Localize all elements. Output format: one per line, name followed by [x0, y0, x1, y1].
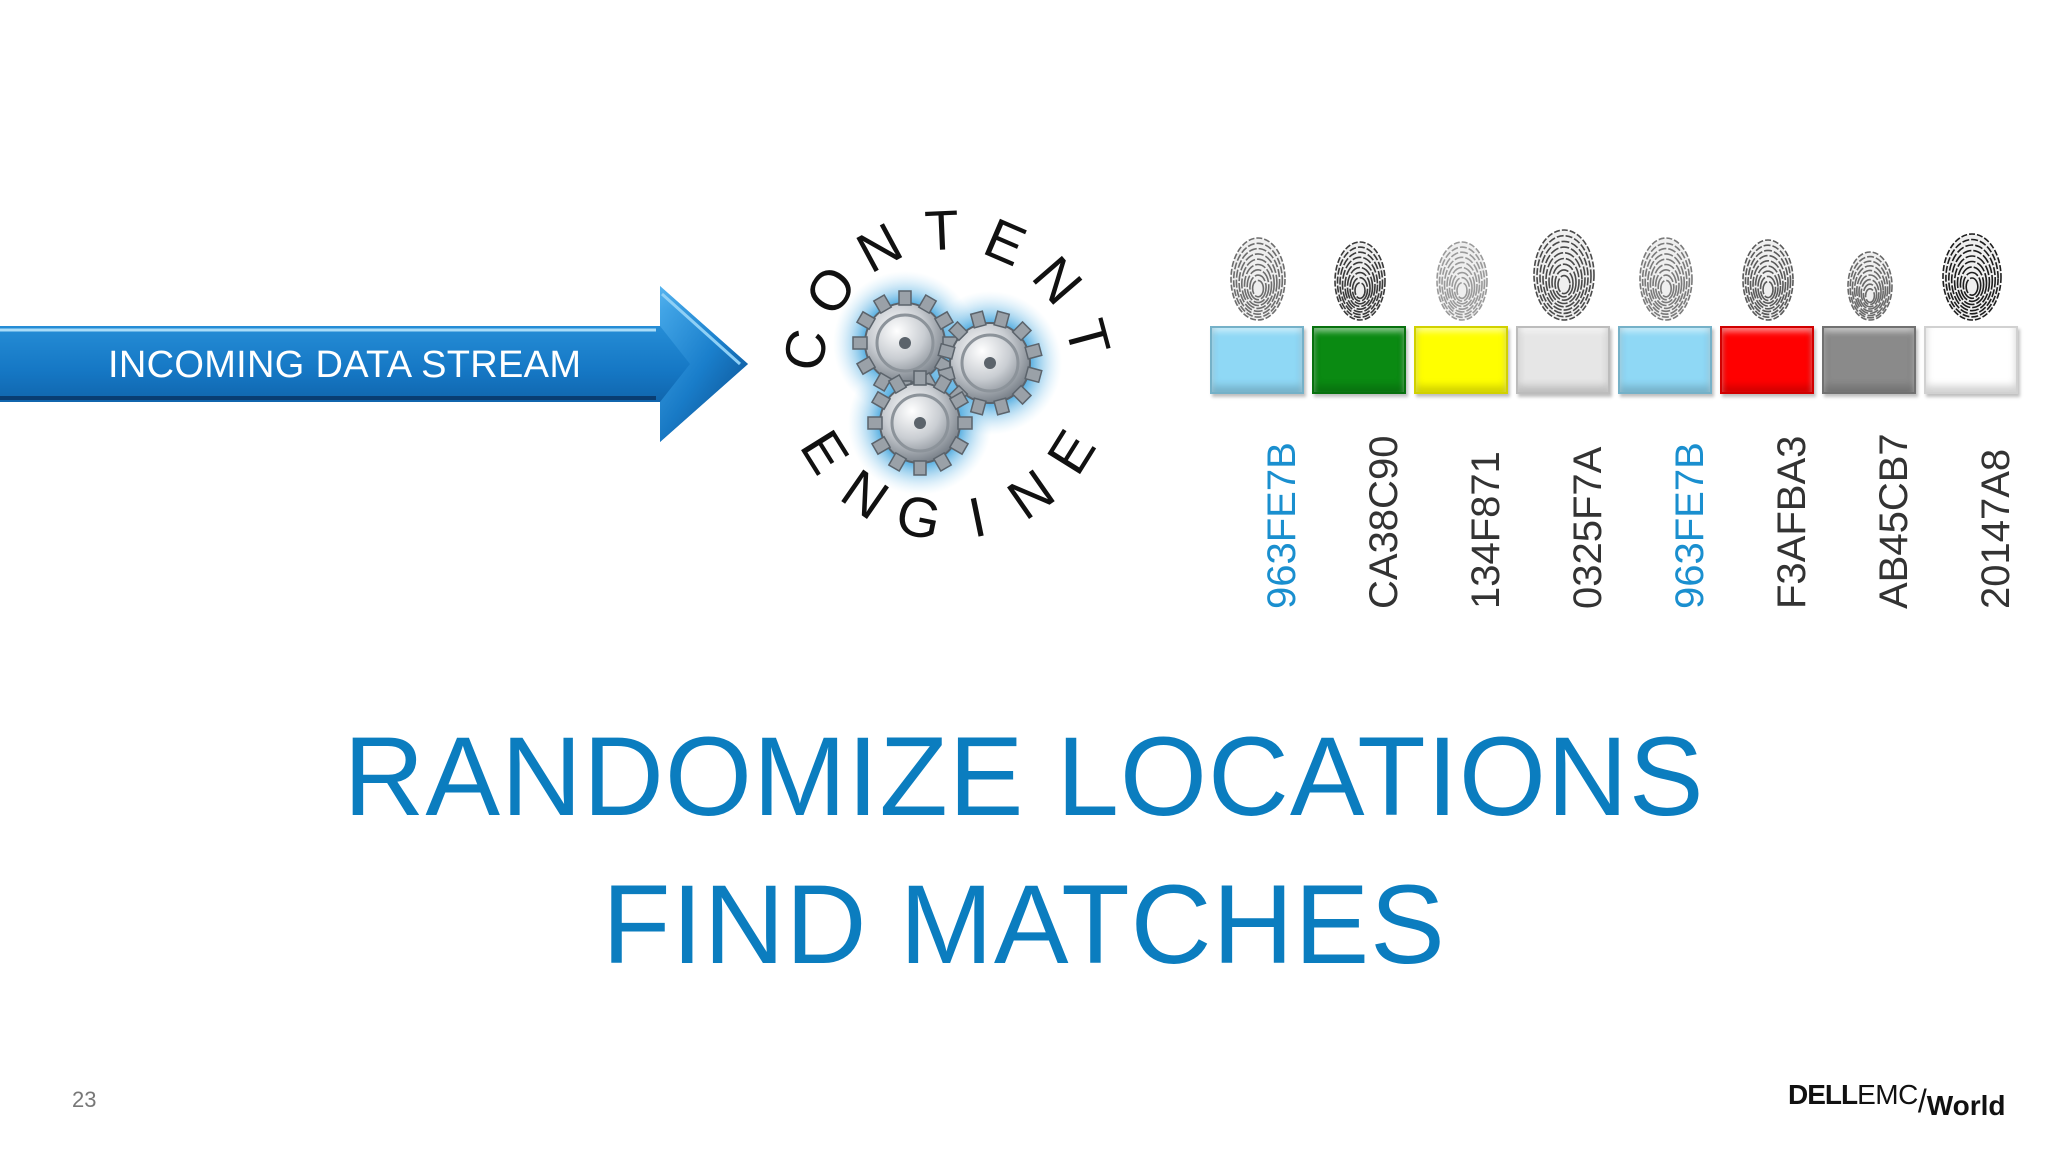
- hash-color-box: [1924, 326, 2018, 394]
- fingerprint-icon: [1838, 228, 1902, 324]
- arrow-label: INCOMING DATA STREAM: [108, 344, 582, 386]
- engine-letter: E: [1034, 419, 1107, 484]
- headline-line-2: FIND MATCHES: [602, 862, 1446, 987]
- fingerprint-icon: [1532, 228, 1596, 324]
- hash-color-box: [1210, 326, 1304, 394]
- hash-code: 963FE7B: [1668, 442, 1712, 609]
- hash-code: 20147A8: [1974, 448, 2018, 609]
- hash-item: [1720, 228, 1816, 598]
- brand-emc: EMC: [1857, 1079, 1918, 1110]
- hash-code: AB45CB7: [1872, 433, 1916, 609]
- hash-code: CA38C90: [1362, 435, 1406, 609]
- page-number: 23: [72, 1087, 97, 1112]
- hash-item: [1822, 228, 1918, 598]
- hash-code: 963FE7B: [1260, 442, 1304, 609]
- brand-dell: DELL: [1788, 1079, 1858, 1110]
- incoming-data-stream-arrow: [0, 286, 748, 442]
- engine-letter: N: [996, 457, 1065, 532]
- fingerprint-icon: [1430, 228, 1494, 324]
- hash-color-box: [1516, 326, 1610, 394]
- hash-color-box: [1618, 326, 1712, 394]
- engine-letter: T: [1053, 313, 1120, 362]
- hash-item: [1414, 228, 1510, 598]
- hash-item: [1516, 228, 1612, 598]
- hash-color-box: [1720, 326, 1814, 394]
- hash-code: 0325F7A: [1566, 446, 1610, 609]
- hash-item: [1618, 228, 1714, 598]
- dell-emc-world-logo: DELLEMC/World: [1788, 1075, 2006, 1125]
- hash-color-box: [1312, 326, 1406, 394]
- hash-color-box: [1822, 326, 1916, 394]
- engine-letter: I: [963, 485, 991, 545]
- fingerprint-icon: [1226, 228, 1290, 324]
- brand-world: World: [1926, 1090, 2006, 1121]
- fingerprint-icon: [1634, 228, 1698, 324]
- hash-item: [1312, 228, 1408, 598]
- headline-line-1: RANDOMIZE LOCATIONS: [343, 714, 1705, 839]
- hash-item: [1210, 228, 1306, 598]
- hash-color-box: [1414, 326, 1508, 394]
- hash-code: F3AFBA3: [1770, 435, 1814, 609]
- fingerprint-icon: [1940, 228, 2004, 324]
- hash-item: [1924, 228, 2020, 598]
- engine-letter: E: [976, 206, 1035, 279]
- engine-letter: T: [923, 205, 960, 262]
- fingerprint-icon: [1736, 228, 1800, 324]
- brand-slash: /: [1917, 1083, 1927, 1119]
- engine-letter: C: [780, 324, 840, 375]
- fingerprint-icon: [1328, 228, 1392, 324]
- hash-code: 134F871: [1464, 451, 1508, 609]
